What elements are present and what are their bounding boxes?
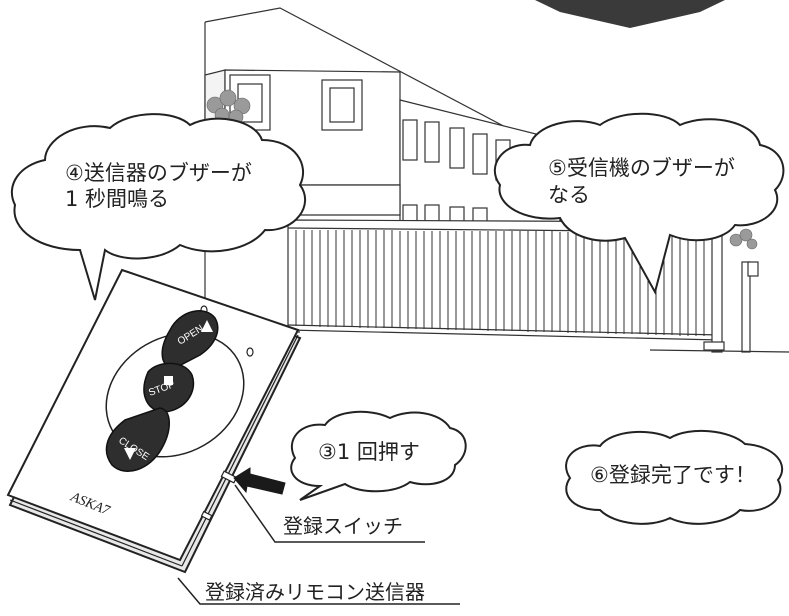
bubble-press-once [290, 410, 467, 501]
shrub-right [729, 228, 758, 250]
triangle-down-icon [124, 448, 136, 460]
stop-button[interactable] [143, 362, 195, 413]
top-banner-shape [535, 0, 725, 28]
remote-transmitter [6, 268, 302, 574]
bubble-registration-done [565, 429, 784, 525]
square-icon [164, 376, 173, 385]
transmitter-buzzer-line2: 1 秒間鳴る [65, 187, 170, 211]
close-button[interactable] [105, 407, 170, 473]
arrow-left-icon [233, 467, 286, 495]
register-switch-label: 登録スイッチ [283, 514, 403, 538]
press-once-text: ③1 回押す [318, 440, 420, 464]
registered-remote-leader [177, 577, 460, 605]
receiver-buzzer-line1: ⑤受信機のブザーが [548, 156, 735, 180]
transmitter-buzzer-line1: ④送信器のブザーが [65, 161, 252, 185]
bubble-receiver-buzzer [493, 112, 785, 295]
sliding-gate [204, 219, 789, 353]
registered-remote-label: 登録済みリモコン送信器 [205, 580, 425, 604]
bubble-transmitter-buzzer [10, 113, 306, 301]
register-switch-leader [234, 484, 425, 543]
receiver-buzzer-line2: なる [548, 183, 590, 207]
registration-done-text: ⑥登録完了です！ [590, 463, 756, 487]
open-button[interactable] [161, 310, 219, 369]
triangle-up-icon [201, 320, 213, 332]
